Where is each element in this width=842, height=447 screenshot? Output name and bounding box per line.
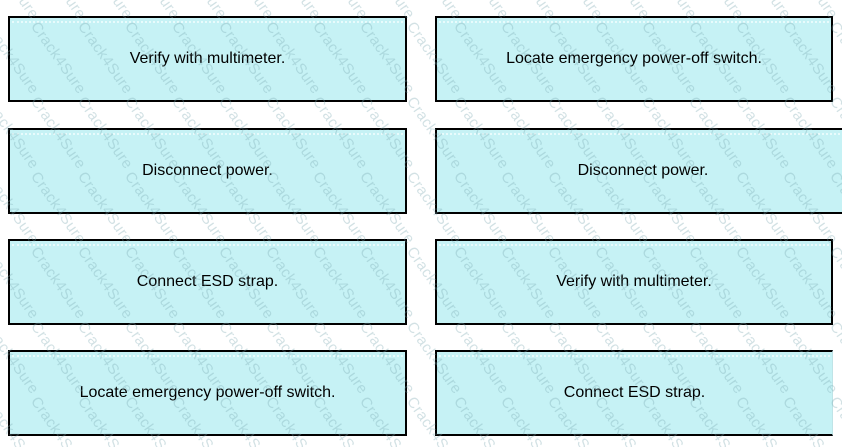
dotted-line: [439, 244, 829, 246]
dotted-line: [12, 355, 403, 357]
drag-option-box-left-3[interactable]: Connect ESD strap.: [8, 239, 407, 325]
drag-option-label: Connect ESD strap.: [136, 273, 279, 290]
drag-option-box-left-1[interactable]: Verify with multimeter.: [8, 16, 407, 102]
dotted-line: [439, 21, 829, 23]
drag-option-box-left-2[interactable]: Disconnect power.: [8, 128, 407, 214]
drag-option-label: Disconnect power.: [142, 162, 273, 179]
drop-target-label: Disconnect power.: [577, 162, 709, 179]
drop-target-label: Locate emergency power-off switch.: [506, 50, 762, 67]
dotted-line: [439, 355, 830, 357]
drag-option-label: Locate emergency power-off switch.: [79, 384, 336, 401]
dotted-line: [12, 133, 403, 135]
drop-target-box-right-4[interactable]: Connect ESD strap.: [435, 350, 833, 436]
dotted-line: [439, 133, 842, 135]
drag-option-box-left-4[interactable]: Locate emergency power-off switch.: [8, 350, 407, 436]
drag-option-label: Verify with multimeter.: [129, 50, 286, 67]
drop-target-box-right-3[interactable]: Verify with multimeter.: [435, 239, 833, 325]
drop-target-label: Verify with multimeter.: [556, 273, 712, 290]
drop-target-label: Connect ESD strap.: [563, 384, 706, 401]
dotted-line: [12, 21, 403, 23]
dotted-line: [12, 244, 403, 246]
drop-target-box-right-1[interactable]: Locate emergency power-off switch.: [435, 16, 833, 102]
drop-target-box-right-2[interactable]: Disconnect power.: [435, 128, 842, 214]
